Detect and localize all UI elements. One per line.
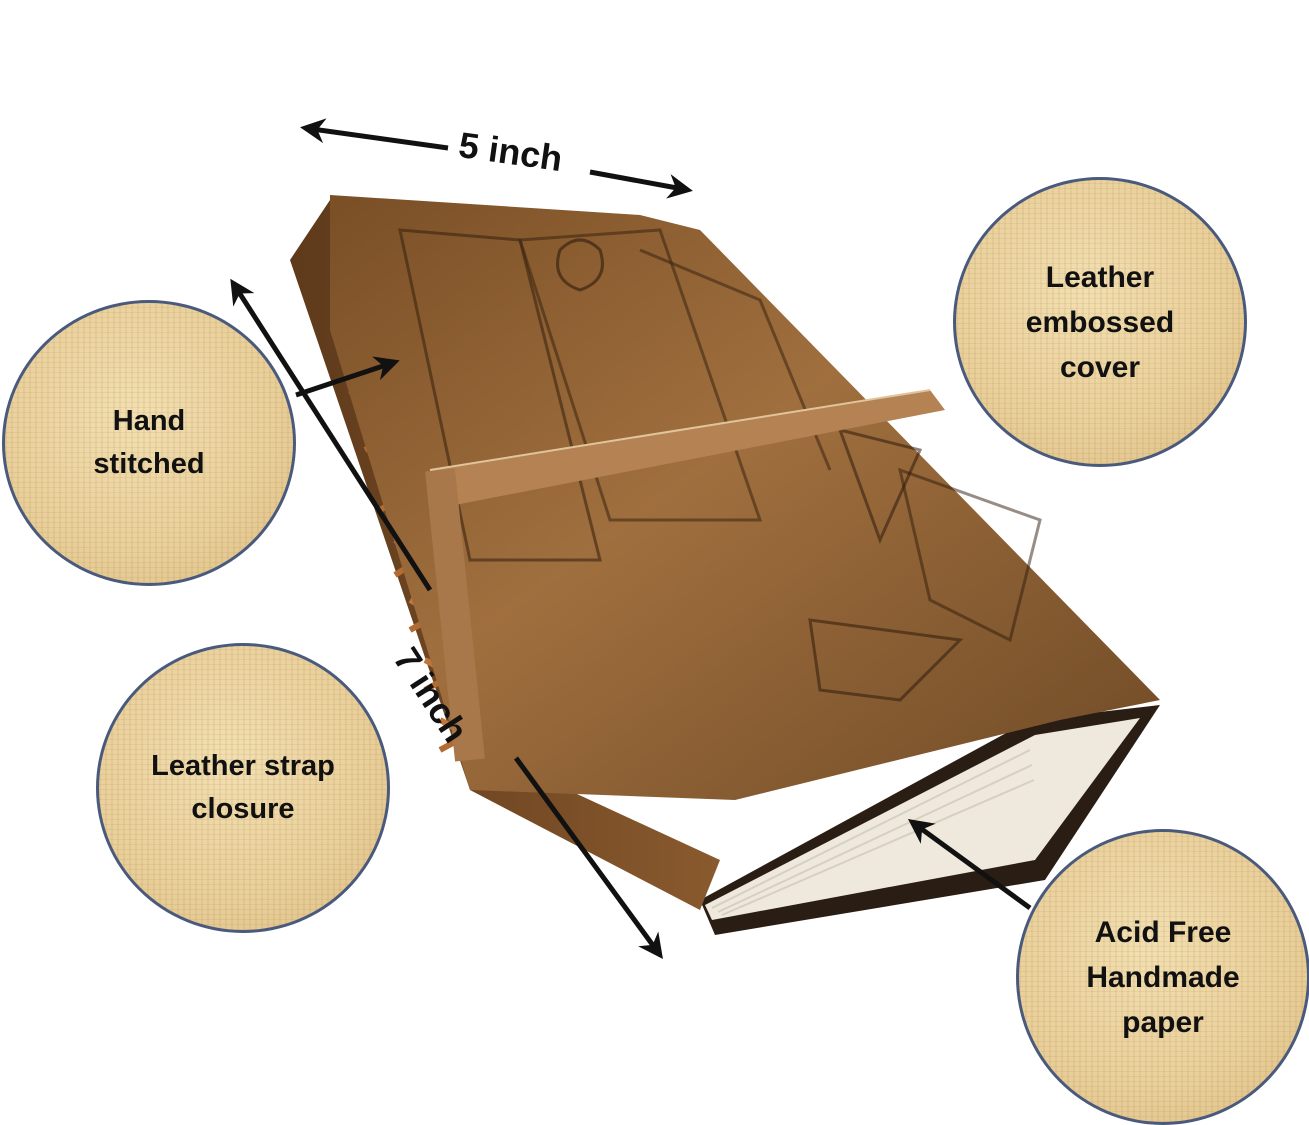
callout-strap-closure: Leather strap closure	[96, 643, 390, 933]
dimension-arrows	[230, 118, 693, 960]
leather-strap	[425, 389, 945, 762]
callout-hand-stitched: Hand stitched	[2, 300, 296, 586]
callout-hand-stitched-text: Hand stitched	[93, 404, 205, 481]
callout-embossed-cover: Leather embossed cover	[953, 177, 1247, 467]
callout-acid-free-paper: Acid Free Handmade paper	[1016, 829, 1309, 1125]
callout-acid-free-paper-text: Acid Free Handmade paper	[1086, 915, 1240, 1039]
callout-embossed-cover-text: Leather embossed cover	[1025, 260, 1175, 384]
journal-cover	[330, 195, 1160, 800]
callout-arrows	[295, 356, 1032, 911]
callout-strap-closure-text: Leather strap closure	[151, 749, 335, 826]
